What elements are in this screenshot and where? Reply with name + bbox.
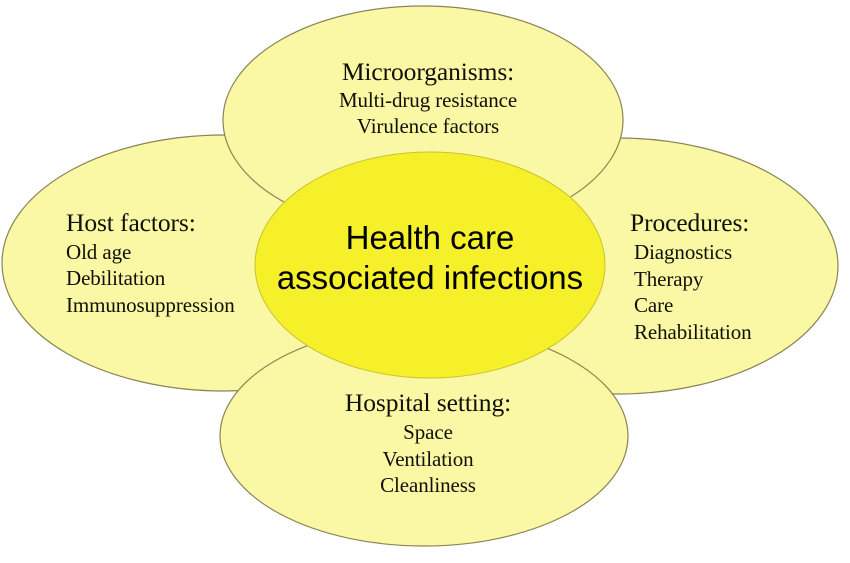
core-label-line-1: Health care — [345, 219, 515, 256]
petal-item: Ventilation — [382, 446, 474, 471]
petal-title-hospital-setting: Hospital setting: — [344, 388, 512, 417]
petal-item: Multi-drug resistance — [338, 88, 518, 113]
petal-item: Virulence factors — [356, 113, 500, 138]
petal-title-procedures: Procedures: — [630, 208, 750, 237]
petal-label-procedures: Procedures: Diagnostics Therapy Care Reh… — [630, 209, 752, 346]
petal-label-microorganisms: Microorganisms: Multi-drug resistance Vi… — [238, 58, 618, 139]
petal-title-host-factors: Host factors: — [66, 208, 196, 237]
petal-item: Debilitation — [66, 266, 166, 291]
petal-title-microorganisms: Microorganisms: — [341, 57, 515, 86]
petal-item: Immunosuppression — [66, 292, 235, 317]
core-label: Health care associated infections — [255, 218, 605, 299]
petal-item: Diagnostics — [634, 240, 733, 265]
petal-item: Old age — [66, 240, 132, 265]
core-label-line-2: associated infections — [276, 259, 584, 297]
petal-label-host-factors: Host factors: Old age Debilitation Immun… — [66, 209, 235, 318]
petal-item: Cleanliness — [380, 473, 476, 498]
petal-item: Care — [634, 293, 674, 318]
petal-item: Therapy — [634, 266, 704, 291]
petal-label-hospital-setting: Hospital setting: Space Ventilation Clea… — [238, 389, 618, 499]
core-ellipse-shape[interactable] — [254, 151, 606, 379]
petal-item: Space — [403, 420, 453, 445]
petal-item: Rehabilitation — [634, 319, 752, 344]
